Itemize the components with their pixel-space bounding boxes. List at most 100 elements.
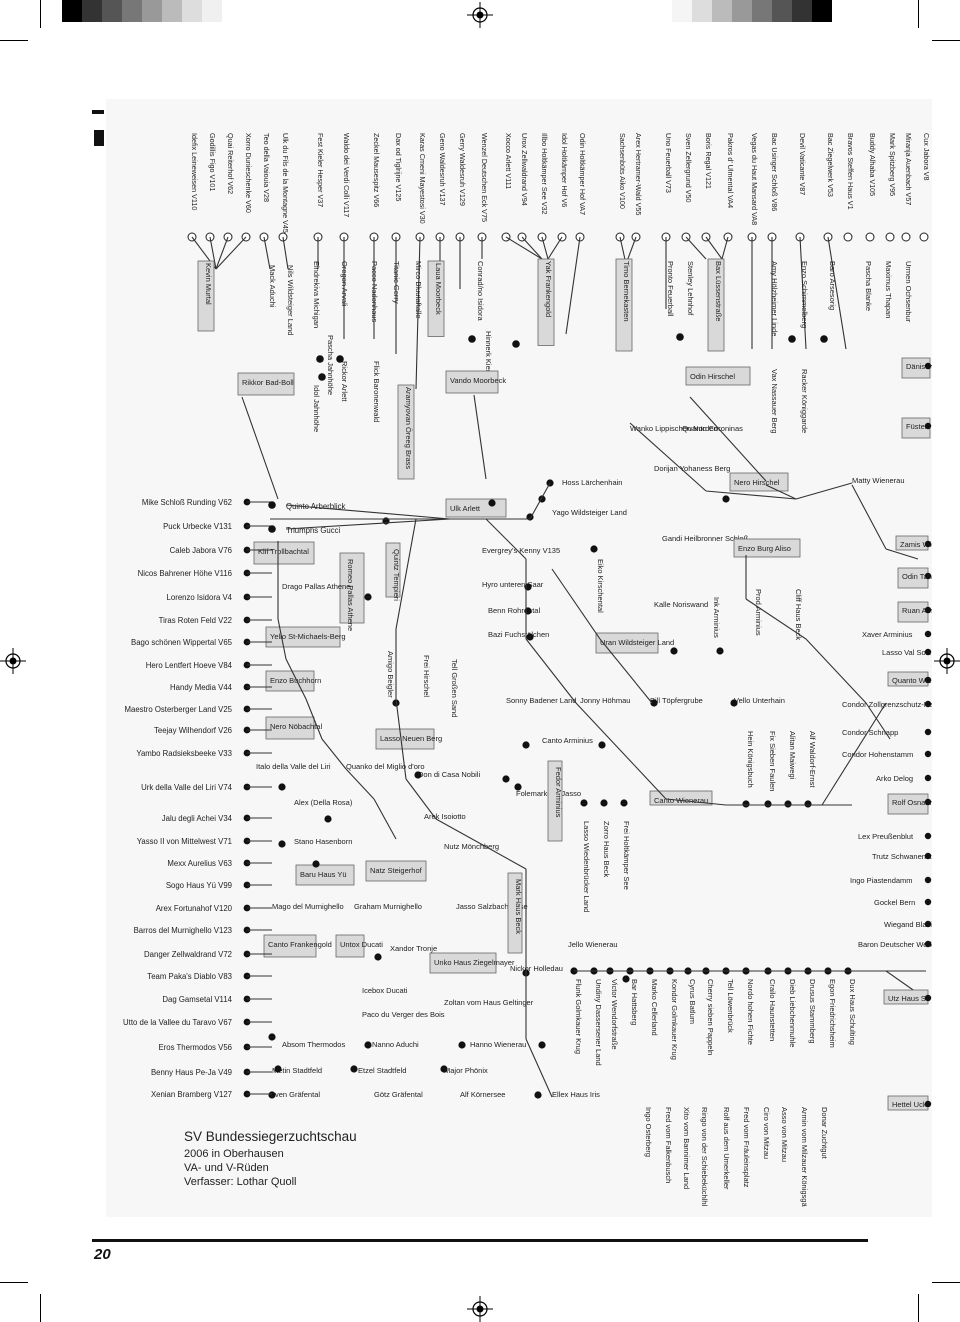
node-dot	[676, 333, 684, 341]
connector-line	[405, 778, 437, 820]
top-dog-label: Illbo Holtkämper See V32	[540, 133, 549, 215]
sire-label: Flick Baronenwald	[372, 361, 381, 422]
bottom-dog-label: Ciro von Mitzau	[762, 1107, 771, 1159]
node-dot	[784, 800, 792, 808]
connector-line	[547, 236, 563, 260]
connector-line	[285, 658, 307, 700]
name-box	[427, 260, 445, 337]
color-swatch	[712, 0, 732, 22]
color-swatch	[82, 0, 102, 22]
sire-label: Quanto Coroninas	[682, 424, 743, 433]
caption-line: VA- und V-Rüden	[184, 1162, 269, 1174]
node-dot	[924, 940, 932, 948]
sire-label: Stano Hasenborn	[294, 837, 352, 846]
node-circle	[901, 232, 911, 242]
node-dot	[514, 783, 522, 791]
sire-label: Mago del Murnighello	[272, 902, 344, 911]
connector-line	[795, 482, 853, 500]
sire-label: Yak Frankengold	[544, 261, 553, 317]
sire-label: Metin Stadtfeld	[272, 1066, 322, 1075]
top-dog-label: Odin Holtkämper Hof VA7	[578, 133, 587, 215]
dog-label: Bago schönen Wippertal V65	[131, 638, 233, 647]
node-dot	[414, 771, 422, 779]
bottom-dog-label: Nordo hohen Fichte	[746, 979, 755, 1045]
node-dot	[924, 540, 932, 548]
top-dog-label: Wenzel Deutschen Eck V75	[480, 133, 489, 222]
top-dog-label: Mark Spitzberg V95	[888, 133, 897, 196]
node-dot	[268, 1091, 276, 1099]
dog-label: Nicos Bahrener Höhe V116	[138, 569, 232, 578]
connector-line	[321, 738, 347, 770]
connector-line	[485, 518, 527, 560]
dog-label: Benny Haus Pe-Ja V49	[151, 1068, 232, 1077]
node-dot	[526, 633, 534, 641]
crop-mark	[0, 1282, 28, 1283]
connector-line	[209, 236, 217, 270]
right-dog-label: Ingo Piastendamm	[850, 876, 913, 885]
sire-label: Urmen Ochsenbur	[904, 261, 913, 323]
sire-label: Vando Moorbeck	[450, 376, 506, 385]
node-dot	[924, 852, 932, 860]
connector-line	[285, 518, 451, 530]
node-dot	[722, 495, 730, 503]
sire-label: Yello St-Michaels-Berg	[270, 632, 346, 641]
dog-label: Yambo Radsieksbeeke V33	[136, 749, 232, 758]
connector-line	[541, 236, 549, 260]
registration-mark-icon	[0, 648, 26, 674]
node-dot	[522, 741, 530, 749]
right-dog-label: Alitan Maiwegi	[788, 731, 797, 780]
top-dog-label: Ulk du Fils de la Montagne V45	[281, 133, 290, 233]
top-dog-label: Boris Regal V121	[704, 133, 713, 189]
sire-label: Jasso Salzbachwiese	[456, 902, 528, 911]
sire-label: Etzel Stadtfeld	[358, 1066, 406, 1075]
bottom-dog-label: Ingo Osterberg	[644, 1107, 653, 1157]
node-dot	[924, 920, 932, 928]
bottom-dog-label: Crailo Haunstetten	[768, 979, 777, 1041]
sire-label: Dorijan Yohaness Berg	[654, 464, 730, 473]
bottom-dog-label: Drusus Stammberg	[808, 979, 817, 1044]
crop-mark	[40, 1294, 41, 1322]
bottom-dog-label: Victor Wendorfstraße	[610, 979, 619, 1050]
node-dot	[788, 335, 796, 343]
node-dot	[924, 798, 932, 806]
sire-label: Matty Wienerau	[852, 476, 905, 485]
crop-mark	[918, 0, 919, 28]
sire-label: Laua Moorbeck	[434, 263, 443, 315]
sire-label: Icebox Ducati	[362, 986, 408, 995]
name-box	[445, 370, 499, 394]
node-dot	[468, 335, 476, 343]
sire-label: Fedor Arminius	[554, 767, 563, 818]
sire-label: Frei Hirschel	[422, 655, 431, 697]
name-box	[365, 860, 427, 882]
node-dot	[590, 545, 598, 553]
name-box	[733, 538, 801, 558]
top-dog-label: Sven Zellergrund V50	[684, 133, 693, 203]
sire-label: Pascha Jahnhöhe	[326, 335, 335, 395]
dog-label: Yasso II von Mittelwest V71	[137, 837, 232, 846]
connector-line	[827, 236, 847, 350]
registration-mark-icon	[467, 2, 493, 28]
sire-label: Kevin Murtal	[204, 263, 213, 305]
node-dot	[364, 593, 372, 601]
color-swatch	[732, 0, 752, 22]
sire-label: Klif Trollbachtal	[258, 547, 309, 556]
right-dog-label: Odin Tannen	[902, 572, 932, 581]
sire-label: Enzo Burg Aliso	[738, 544, 791, 553]
name-box	[295, 864, 355, 886]
right-dog-label: Ruan Amin	[902, 606, 932, 615]
top-dog-label: Quai Reiterhof V62	[226, 133, 235, 194]
connector-line	[705, 490, 797, 500]
dog-label: Barros del Murnighello V123	[134, 926, 232, 935]
node-dot	[924, 994, 932, 1002]
node-dot	[502, 775, 510, 783]
color-swatch	[792, 0, 812, 22]
connector-line	[685, 236, 707, 260]
node-dot	[924, 728, 932, 736]
bottom-dog-label: Fred vom Fräuleinsplatz	[742, 1107, 751, 1188]
sire-label: Drago Pallas Athene	[282, 582, 350, 591]
connector-line	[599, 638, 653, 704]
connector-line	[395, 698, 407, 780]
sire-label: Mark Haus Beck	[514, 879, 523, 934]
dog-label: Handy Media V44	[170, 683, 233, 692]
